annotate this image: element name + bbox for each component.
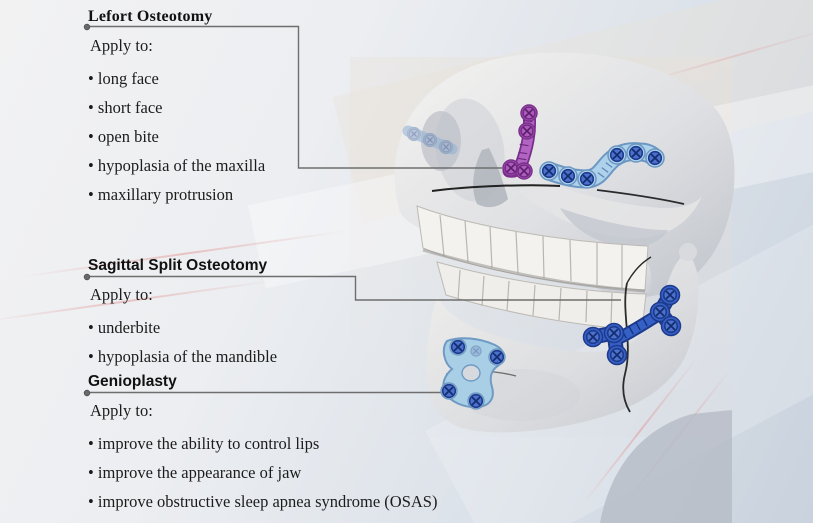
farside-ghost-plate: [402, 125, 458, 155]
nasal-aperture: [473, 148, 508, 208]
bullet-item: short face: [88, 93, 265, 122]
annotation-title: Genioplasty: [88, 373, 177, 390]
annotation-sagittal: Sagittal Split Osteotomy Apply to: under…: [88, 257, 277, 371]
bullet-item: improve obstructive sleep apnea syndrome…: [88, 487, 438, 516]
annotation-lefort: Lefort Osteotomy Apply to: long face sho…: [88, 8, 265, 209]
mandible: [426, 253, 699, 433]
annotation-bullet-list: underbite hypoplasia of the mandible: [88, 313, 277, 371]
bullet-item: maxillary protrusion: [88, 180, 265, 209]
bullet-item: improve the ability to control lips: [88, 429, 437, 458]
zygomatic-arch: [520, 170, 702, 239]
condyle: [679, 243, 697, 261]
annotation-intro: Apply to:: [90, 401, 153, 420]
bullet-item: open bite: [88, 122, 265, 151]
annotation-intro: Apply to:: [90, 36, 153, 55]
bullet-item: hypoplasia of the mandible: [88, 342, 277, 371]
annotation-title: Sagittal Split Osteotomy: [88, 257, 268, 274]
leader-dots: [83, 23, 91, 397]
neck-shadow: [600, 410, 732, 523]
sagittal-leader-line: [86, 275, 621, 301]
annotation-genioplasty: Genioplasty Apply to: improve the abilit…: [88, 373, 437, 516]
annotation-title: Lefort Osteotomy: [88, 8, 213, 25]
annotation-bullet-list: long face short face open bite hypoplasi…: [88, 64, 265, 209]
genioplasty-plate: [440, 337, 506, 410]
lefort-plate: [502, 104, 538, 180]
lefort-leader-line: [86, 25, 502, 169]
bullet-item: hypoplasia of the maxilla: [88, 151, 265, 180]
temporal-fossa-shading: [560, 208, 668, 248]
annotation-bullet-list: improve the ability to control lips impr…: [88, 429, 438, 516]
bullet-item: improve the appearance of jaw: [88, 458, 437, 487]
annotation-intro: Apply to:: [90, 285, 153, 304]
leader-lines: [86, 25, 621, 394]
upper-teeth-separations: [439, 214, 623, 288]
maxilla-arch-plate: [539, 142, 665, 189]
sagittal-split-plate: [582, 284, 682, 366]
bullet-item: long face: [88, 64, 265, 93]
mouth-shadow-line: [422, 248, 646, 293]
bullet-item: underbite: [88, 313, 277, 342]
